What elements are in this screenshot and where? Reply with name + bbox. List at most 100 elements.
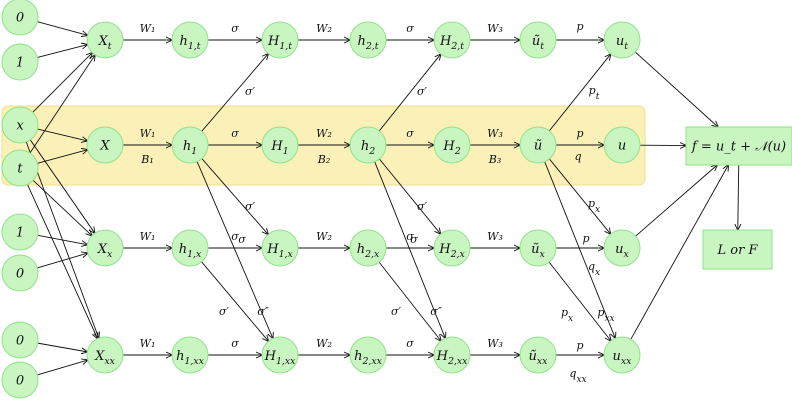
node-label-inx: x bbox=[16, 119, 24, 134]
node-label-H1t: H1,t bbox=[267, 34, 292, 53]
edge-int-to-Xxx bbox=[27, 184, 97, 338]
node-label-int: t bbox=[17, 162, 23, 177]
sigma-label-row0: σ bbox=[231, 22, 239, 35]
sigma-dprime-1: σ″ bbox=[257, 305, 270, 318]
node-h1t: h1,t bbox=[171, 21, 209, 59]
node-inx: x bbox=[1, 106, 39, 144]
edge-h1-to-H1x bbox=[201, 158, 268, 235]
edge-int-to-X bbox=[37, 150, 87, 164]
node-h1: h1 bbox=[171, 126, 209, 164]
node-label-Xt: Xt bbox=[97, 34, 111, 53]
sigma-1c: σ bbox=[238, 233, 246, 246]
w3-label-row3: W₃ bbox=[487, 337, 503, 350]
edge-h1x-to-H1xx bbox=[201, 261, 269, 341]
node-label-h1xx: h1,xx bbox=[176, 349, 205, 368]
edge-h2-to-H2x bbox=[379, 158, 440, 234]
p-label-row0: p bbox=[576, 20, 583, 33]
w3-label-row1: W₃ bbox=[487, 127, 503, 140]
node-h2t: h2,t bbox=[349, 21, 387, 59]
node-label-in0d: 0 bbox=[16, 374, 24, 389]
sigma-prime-2d: σ′ bbox=[391, 305, 402, 318]
qxx-label: qxx bbox=[569, 367, 586, 385]
edge-f-to-LF bbox=[738, 164, 739, 230]
sigma-label-row2: σ bbox=[231, 230, 239, 243]
w3-label-row0: W₃ bbox=[487, 22, 503, 35]
node-Xt: Xt bbox=[86, 21, 124, 59]
b3-label: B₃ bbox=[488, 153, 502, 166]
edge-h2-to-H2t bbox=[378, 54, 441, 132]
w1-label-row3: W₁ bbox=[140, 337, 156, 350]
node-label-ut: ut bbox=[616, 34, 628, 53]
node-label-H2x: H2,x bbox=[438, 242, 465, 261]
node-Xxx: Xxx bbox=[86, 336, 124, 374]
node-h2xx: h2,xx bbox=[349, 336, 387, 374]
edge-inx-to-Xx bbox=[29, 139, 95, 233]
edge-in0d-to-Xxx bbox=[37, 360, 87, 376]
node-ux_tilde: ũx bbox=[519, 229, 557, 267]
node-label-ux: ux bbox=[615, 242, 629, 261]
sigma-2c: σ bbox=[410, 233, 418, 246]
node-ut: ut bbox=[603, 21, 641, 59]
node-H2x: H2,x bbox=[433, 229, 471, 267]
node-label-ut_tilde: ũt bbox=[532, 34, 544, 53]
node-label-u_tilde: ũ bbox=[534, 139, 542, 154]
node-Xx: Xx bbox=[86, 229, 124, 267]
edge-inx-to-X bbox=[37, 128, 88, 141]
sigma2-label-row0: σ bbox=[406, 22, 414, 35]
node-u: u bbox=[603, 126, 641, 164]
node-H1x: H1,x bbox=[261, 229, 299, 267]
edge-inx-to-Xt bbox=[32, 53, 93, 113]
p-label-row1: p bbox=[576, 127, 583, 140]
node-in1b: 1 bbox=[1, 213, 39, 251]
edge-in1a-to-Xt bbox=[37, 45, 87, 58]
w1-label-row1: W₁ bbox=[140, 127, 156, 140]
p-label-row2: p bbox=[582, 232, 589, 245]
node-uxx: uxx bbox=[603, 336, 641, 374]
p-label-row3: p bbox=[576, 339, 583, 352]
edge-h1-to-H1xx bbox=[196, 161, 273, 339]
edge-u_tilde-to-ux bbox=[549, 158, 610, 234]
node-label-Xx: Xx bbox=[97, 242, 113, 261]
q-label-row1: q bbox=[574, 150, 581, 163]
w2-label-row0: W₂ bbox=[316, 22, 332, 35]
node-label-H1xx: H1,xx bbox=[264, 349, 297, 368]
w2-label-row1: W₂ bbox=[316, 127, 332, 140]
sigma2-label-row1: σ bbox=[406, 127, 414, 140]
sigma2-label-row2: σ bbox=[406, 230, 414, 243]
node-int: t bbox=[1, 149, 39, 187]
pxx-label: pxx bbox=[597, 306, 614, 324]
node-ut_tilde: ũt bbox=[519, 21, 557, 59]
edges-layer bbox=[25, 21, 739, 376]
node-label-h2t: h2,t bbox=[357, 34, 378, 53]
node-label-Xxx: Xxx bbox=[94, 349, 116, 368]
node-label-h2x: h2,x bbox=[357, 242, 380, 261]
edge-int-to-Xt bbox=[29, 55, 95, 154]
node-in0a: 0 bbox=[1, 0, 39, 36]
edge-h1-to-H1t bbox=[201, 54, 269, 132]
node-H2xx: H2,xx bbox=[433, 336, 471, 374]
sigma-prime-1d: σ′ bbox=[219, 305, 230, 318]
w1-label-row2: W₁ bbox=[140, 230, 156, 243]
edge-int-to-Xx bbox=[32, 180, 92, 235]
qx-label: qx bbox=[588, 260, 600, 278]
node-label-in0c: 0 bbox=[16, 334, 24, 349]
w3-label-row2: W₃ bbox=[487, 230, 503, 243]
node-in0d: 0 bbox=[1, 361, 39, 399]
node-in0c: 0 bbox=[1, 321, 39, 359]
node-label-uxx: uxx bbox=[613, 349, 633, 368]
node-LF: L or F bbox=[702, 229, 773, 270]
edge-u_tilde-to-ut bbox=[548, 54, 611, 132]
sigma-prime-1b: σ′ bbox=[245, 200, 256, 213]
node-label-LF: L or F bbox=[717, 243, 759, 258]
node-label-h2: h2 bbox=[361, 139, 375, 158]
node-f: f = u_t + 𝒩(u) bbox=[685, 126, 792, 166]
edge-ux_tilde-to-uxx bbox=[548, 261, 611, 341]
sigma-dprime-2: σ″ bbox=[430, 305, 443, 318]
node-H2t: H2,t bbox=[433, 21, 471, 59]
node-label-in0b: 0 bbox=[16, 267, 24, 282]
px-label: px bbox=[588, 197, 600, 215]
sigma-prime-2a: σ′ bbox=[417, 85, 428, 98]
